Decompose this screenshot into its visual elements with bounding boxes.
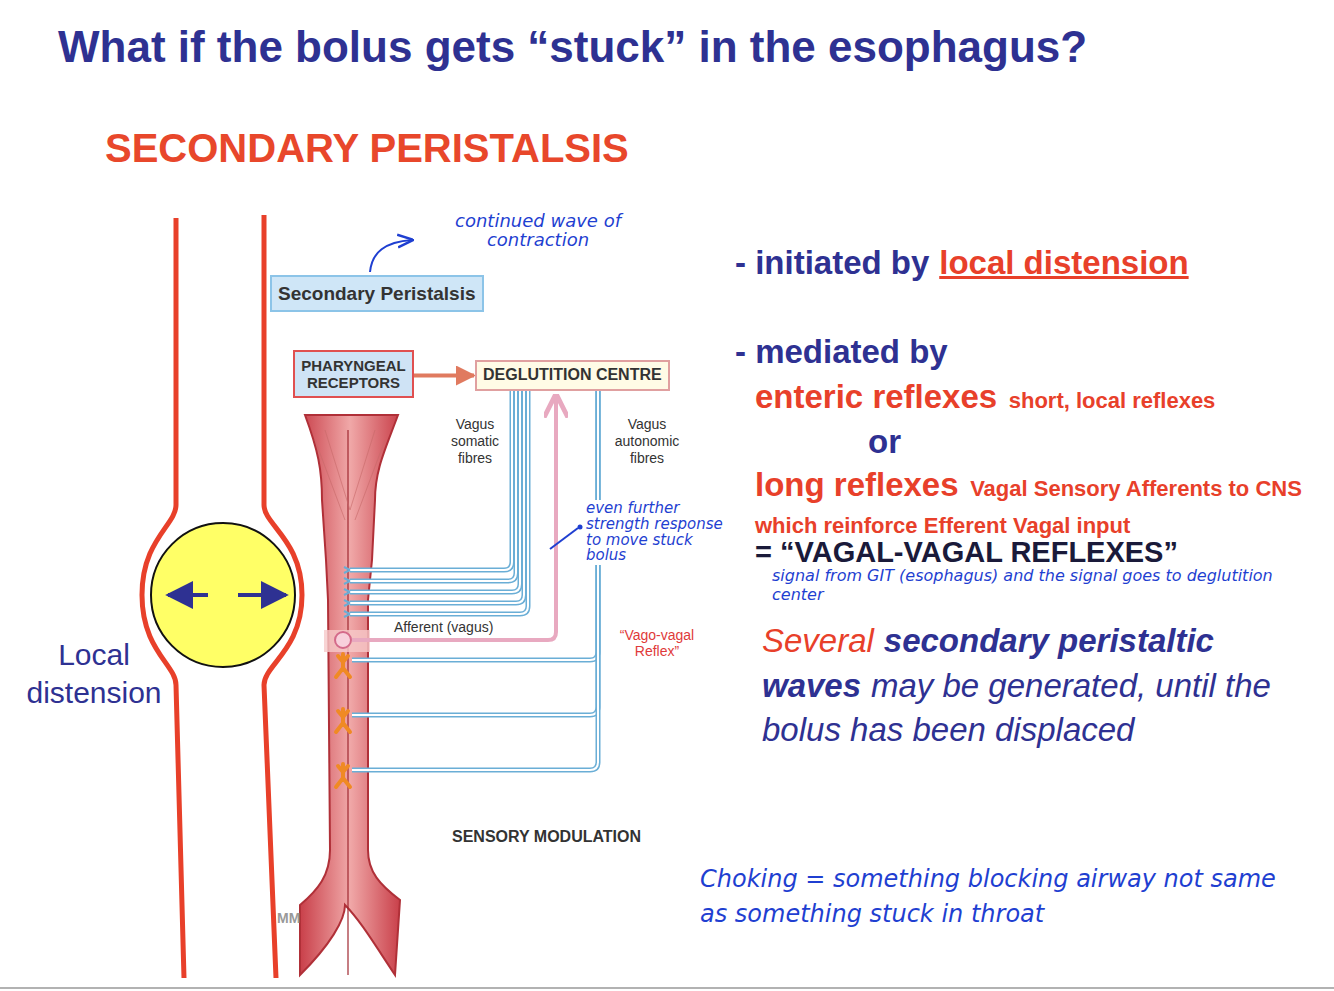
label-text: Several bbox=[762, 622, 874, 659]
node-text: PHARYNGEAL RECEPTORS bbox=[301, 357, 406, 392]
label-text: local distension bbox=[939, 244, 1188, 281]
label-text: or bbox=[868, 423, 901, 460]
slide-title: What if the bolus gets “stuck” in the es… bbox=[58, 22, 1087, 72]
footer-rule bbox=[0, 987, 1334, 989]
bolus bbox=[151, 523, 295, 667]
label-text: = “VAGAL-VAGAL REFLEXES” bbox=[755, 536, 1178, 568]
label-group: - mediated by bbox=[735, 333, 1135, 371]
label-group: MM bbox=[277, 910, 337, 926]
label-group: SECONDARY PERISTALSIS bbox=[105, 126, 805, 171]
label-group: Severalsecondary peristaltic wavesmay be… bbox=[762, 619, 1307, 753]
label-text: Local distension bbox=[26, 638, 161, 709]
label-group: = “VAGAL-VAGAL REFLEXES” bbox=[755, 536, 1315, 569]
annotation-text: continued wave of contraction bbox=[455, 210, 621, 250]
label-group: Afferent (vagus) bbox=[394, 619, 544, 635]
connector-arrow bbox=[414, 374, 474, 378]
annotation-text: Choking = something blocking airway not … bbox=[700, 865, 1276, 928]
label-text: - mediated by bbox=[735, 333, 948, 370]
muscle-fibres bbox=[315, 430, 385, 520]
label-group: SENSORY MODULATION bbox=[452, 828, 672, 846]
label-group: Vagus somatic fibres bbox=[440, 416, 510, 466]
node-text: Secondary Peristalsis bbox=[278, 283, 476, 305]
label-text: “Vago-vagal Reflex” bbox=[620, 627, 694, 659]
annotation-text: even further strength response to move s… bbox=[586, 499, 723, 564]
label-group: “Vago-vagal Reflex” bbox=[612, 627, 702, 659]
distension-arrow bbox=[238, 593, 286, 597]
distension-arrow bbox=[168, 593, 208, 597]
annotation-arrow bbox=[550, 528, 578, 549]
handwritten-note: continued wave of contraction bbox=[418, 212, 658, 250]
process-box: Secondary Peristalsis bbox=[270, 275, 484, 312]
handwritten-note: Choking = something blocking airway not … bbox=[700, 862, 1300, 932]
label-group: enteric reflexes short, local reflexes bbox=[755, 378, 1325, 416]
label-text: Vagus autonomic fibres bbox=[615, 416, 680, 466]
annotation-text: signal from GIT (esophagus) and the sign… bbox=[772, 566, 1273, 604]
vagus-somatic-fibres bbox=[344, 391, 528, 617]
label-text: short, local reflexes bbox=[1009, 388, 1216, 413]
label-group: or bbox=[868, 423, 948, 461]
label-group: Vagus autonomic fibres bbox=[603, 416, 691, 466]
effector-symbols bbox=[336, 654, 350, 787]
handwritten-note: signal from GIT (esophagus) and the sign… bbox=[772, 566, 1302, 604]
esophagus-tube bbox=[142, 215, 302, 978]
annotation-arrow bbox=[370, 240, 412, 272]
label-text: Vagus somatic fibres bbox=[451, 416, 499, 466]
label-group: long reflexesVagal Sensory Afferents to … bbox=[755, 468, 1315, 542]
label-text: SENSORY MODULATION bbox=[452, 828, 641, 845]
receptor-box: PHARYNGEAL RECEPTORS bbox=[293, 350, 414, 398]
label-text: MM bbox=[277, 910, 300, 926]
vagus-autonomic-fibres bbox=[352, 391, 598, 770]
centre-box: DEGLUTITION CENTRE bbox=[475, 360, 670, 391]
afferent-fibre bbox=[352, 396, 556, 640]
label-text: - initiated by bbox=[735, 244, 929, 281]
node-text: DEGLUTITION CENTRE bbox=[483, 366, 662, 384]
annotation-dot bbox=[578, 525, 583, 530]
lumen bbox=[347, 430, 349, 975]
label-group: Local distension bbox=[14, 636, 174, 711]
handwritten-note: even further strength response to move s… bbox=[584, 500, 738, 565]
label-text: enteric reflexes bbox=[755, 378, 997, 415]
label-text: long reflexes bbox=[755, 466, 959, 503]
receptor bbox=[335, 632, 351, 648]
label-text: Afferent (vagus) bbox=[394, 619, 493, 635]
esophagus-illustration bbox=[300, 415, 400, 975]
label-group: - initiated by local distension bbox=[735, 244, 1315, 282]
label-text: SECONDARY PERISTALSIS bbox=[105, 126, 629, 170]
